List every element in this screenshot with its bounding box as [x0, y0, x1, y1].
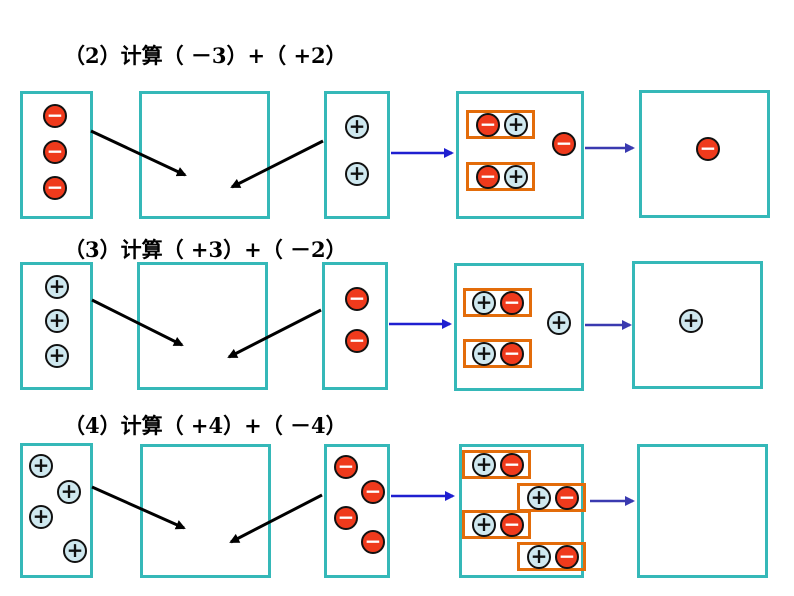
- zero-pair: + −: [462, 450, 531, 479]
- row3-left-tokens-box: + + + +: [20, 443, 93, 578]
- negative-token: −: [43, 104, 67, 128]
- zero-pair: + −: [463, 288, 532, 317]
- problem-3-title: （3）计算（ +3）+（ －2）: [64, 237, 347, 262]
- zero-pair: + −: [463, 339, 532, 368]
- positive-token: +: [472, 291, 496, 315]
- positive-token: +: [527, 486, 551, 510]
- problem-4-title: （4）计算（ +4）+（ －4）: [64, 413, 347, 438]
- row3-pairing-box: + − + − + − + −: [459, 444, 586, 578]
- negative-token: −: [361, 480, 385, 504]
- row2-left-tokens-box: + + +: [20, 262, 93, 390]
- zero-pair: + −: [462, 510, 531, 539]
- negative-token: −: [476, 165, 500, 189]
- row2-right-tokens-box: − −: [322, 262, 388, 390]
- row3-right-tokens-box: − − − −: [324, 444, 390, 578]
- positive-token: +: [345, 162, 369, 186]
- negative-token: −: [555, 545, 579, 569]
- row3-combine-box: [140, 444, 271, 578]
- row2-right-arrow: [227, 308, 322, 359]
- negative-token: −: [345, 287, 369, 311]
- row2-pairing-box: + − + − +: [454, 263, 584, 391]
- negative-token: −: [361, 530, 385, 554]
- row1-result-box: −: [639, 90, 770, 218]
- row1-pairing-box: − + − + −: [456, 91, 584, 219]
- positive-token: +: [504, 165, 528, 189]
- negative-token: −: [334, 455, 358, 479]
- negative-token: −: [552, 132, 576, 156]
- positive-token: +: [29, 454, 53, 478]
- row1-right-tokens-box: + +: [324, 91, 390, 219]
- negative-token: −: [43, 176, 67, 200]
- row3-result-box: [637, 444, 768, 578]
- negative-token: −: [43, 140, 67, 164]
- negative-token: −: [334, 506, 358, 530]
- negative-token: −: [500, 453, 524, 477]
- positive-token: +: [472, 453, 496, 477]
- negative-token: −: [555, 486, 579, 510]
- positive-token: +: [345, 115, 369, 139]
- positive-token: +: [679, 309, 703, 333]
- row1-left-tokens-box: − − −: [20, 91, 93, 219]
- row1-left-arrow: [90, 129, 187, 177]
- problem-2-title: （2）计算（ －3）+（ +2）: [64, 43, 347, 68]
- negative-token: −: [345, 329, 369, 353]
- positive-token: +: [504, 113, 528, 137]
- zero-pair: + −: [517, 542, 586, 571]
- positive-token: +: [527, 545, 551, 569]
- positive-token: +: [29, 505, 53, 529]
- zero-pair: − +: [466, 162, 535, 191]
- positive-token: +: [45, 309, 69, 333]
- positive-token: +: [472, 513, 496, 537]
- negative-token: −: [476, 113, 500, 137]
- positive-token: +: [472, 342, 496, 366]
- row2-combine-box: [137, 262, 268, 390]
- zero-pair: − +: [466, 110, 535, 139]
- positive-token: +: [45, 344, 69, 368]
- row2-left-arrow: [91, 298, 184, 347]
- positive-token: +: [57, 480, 81, 504]
- positive-token: +: [63, 539, 87, 563]
- negative-token: −: [696, 137, 720, 161]
- row2-result-box: +: [632, 261, 763, 389]
- row3-left-arrow: [91, 485, 186, 530]
- positive-token: +: [45, 275, 69, 299]
- negative-token: −: [500, 513, 524, 537]
- positive-token: +: [547, 311, 571, 335]
- negative-token: −: [500, 342, 524, 366]
- row1-right-arrow: [230, 139, 324, 189]
- row3-right-arrow: [229, 493, 323, 544]
- zero-pair: + −: [517, 483, 586, 512]
- negative-token: −: [500, 291, 524, 315]
